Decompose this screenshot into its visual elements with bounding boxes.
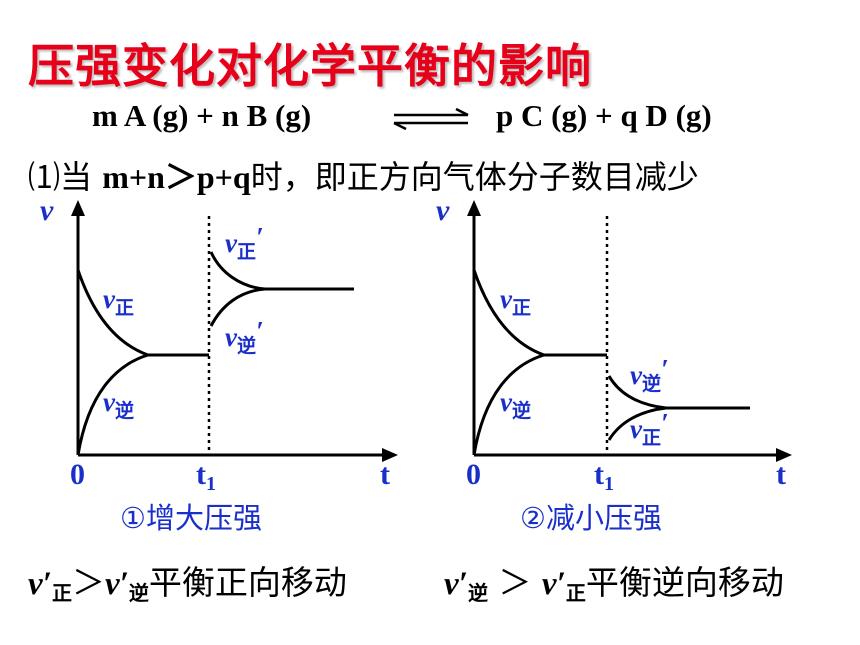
y-axis-arrow-icon (71, 200, 85, 216)
greater-than: ＞ (487, 563, 542, 602)
reverse-rate-curve (472, 353, 545, 456)
graph-decrease-pressure: v 0 t1 t v正 v逆 v逆′ v正′ (436, 194, 792, 495)
forward-rate-curve (76, 269, 149, 357)
v-prime: v′ (28, 566, 52, 602)
conclusion-text: 平衡正向移动 (148, 563, 347, 602)
condition-inequality: m+n＞p+q (102, 159, 251, 195)
subscript: 逆 (467, 581, 488, 605)
reverse-rate-prime-curve (607, 375, 667, 410)
v-prime: v′ (541, 566, 566, 602)
subscript: 逆 (128, 581, 149, 605)
y-axis-label: v (436, 194, 450, 227)
t1-label: t1 (196, 458, 216, 495)
origin-label: 0 (466, 458, 481, 491)
chemical-equation: m A (g) + n B (g) p C (g) + q D (g) (92, 94, 792, 144)
condition-suffix: 时，即正方向气体分子数目减少 (250, 158, 699, 196)
reverse-rate-curve (76, 353, 149, 456)
greater-than: ＞ (71, 563, 105, 602)
caption-decrease-pressure: ②减小压强 (520, 501, 662, 535)
v-reverse-label: v逆 (103, 387, 134, 422)
x-axis-arrow-icon (776, 448, 792, 462)
x-axis-label: t (776, 458, 786, 491)
v-prime: v′ (444, 566, 468, 602)
v-reverse-prime-label: v逆′ (630, 354, 669, 395)
caption-increase-pressure: ①增大压强 (120, 501, 262, 535)
v-prime: v′ (104, 566, 129, 602)
forward-rate-prime-curve (607, 406, 667, 441)
subscript: 正 (565, 581, 586, 605)
conclusion-text: 平衡逆向移动 (585, 563, 784, 602)
page-title: 压强变化对化学平衡的影响 (28, 39, 592, 93)
v-forward-prime-label: v正′ (225, 222, 264, 263)
forward-rate-prime-curve (209, 251, 266, 291)
v-forward-label: v正 (103, 284, 134, 319)
x-axis-arrow-icon (382, 448, 398, 462)
y-axis-arrow-icon (467, 200, 481, 216)
v-forward-prime-label: v正′ (630, 408, 669, 449)
v-forward-label: v正 (500, 284, 531, 319)
t1-label: t1 (594, 458, 614, 495)
subscript: 正 (51, 581, 72, 605)
v-reverse-prime-label: v逆′ (225, 316, 264, 357)
forward-rate-curve (472, 269, 545, 357)
reverse-rate-prime-curve (209, 287, 266, 327)
equation-products: p C (g) + q D (g) (496, 98, 712, 133)
v-reverse-label: v逆 (500, 387, 531, 422)
conclusion-forward-shift: v′正＞v′逆平衡正向移动 (28, 556, 347, 606)
y-axis-label: v (40, 194, 54, 227)
graph-increase-pressure: v 0 t1 t v正 v逆 v正′ v逆′ (40, 194, 398, 495)
condition-statement: ⑴当 m+n＞p+q时，即正方向气体分子数目减少 (28, 152, 699, 198)
x-axis-label: t (380, 458, 390, 491)
equation-reactants: m A (g) + n B (g) (92, 98, 312, 133)
reversible-arrow-icon (393, 108, 469, 130)
condition-prefix: ⑴当 (28, 158, 103, 196)
origin-label: 0 (70, 458, 85, 491)
conclusion-reverse-shift: v′逆 ＞ v′正平衡逆向移动 (444, 556, 784, 606)
